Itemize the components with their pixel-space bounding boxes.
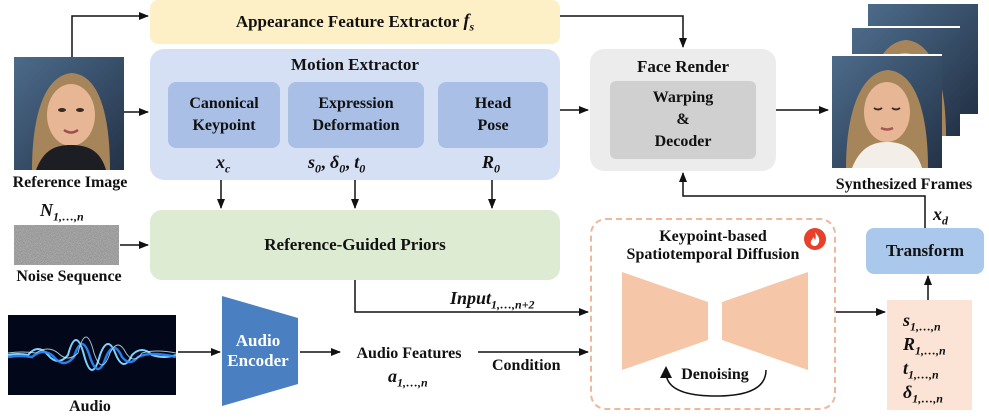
param-delta-sub: 1,…,n — [912, 391, 943, 406]
param-delta-letter: δ — [903, 382, 913, 402]
condition-label: Condition — [492, 357, 561, 374]
sep-2: , — [345, 152, 355, 172]
appearance-feature-extractor: Appearance Feature Extractor fs — [150, 0, 560, 44]
input-sub: 1,…,n+2 — [491, 297, 535, 312]
arrow-transform-to-render — [679, 172, 926, 228]
fire-icon — [804, 228, 826, 250]
audio-features-sub: 1,…,n — [397, 375, 428, 390]
reference-image — [14, 57, 124, 170]
audio-encoder-line1: Audio — [235, 331, 281, 350]
face-render: Face Render Warping & Decoder — [590, 49, 776, 171]
expression-deformation-label: Expression Deformation — [312, 95, 400, 134]
transform-label: Transform — [885, 241, 965, 260]
param-r: R1,…,n — [903, 334, 946, 359]
xd-sub: d — [942, 213, 948, 228]
param-t-letter: t — [903, 358, 909, 378]
audio-label: Audio — [69, 398, 111, 415]
r0-sub: 0 — [494, 161, 501, 176]
xc-sub: c — [225, 161, 231, 176]
t0-letter: t — [354, 152, 360, 172]
r0-symbol: R0 — [482, 152, 500, 177]
denoising-loop — [656, 362, 776, 400]
xd-symbol: xd — [933, 204, 948, 229]
noise-sequence-image — [14, 225, 119, 265]
audio-encoder-line2: Encoder — [227, 351, 289, 370]
s0-letter: s — [308, 152, 316, 172]
diffusion-title-1: Keypoint-based — [659, 228, 767, 245]
priors-label: Reference-Guided Priors — [264, 235, 446, 254]
xc-symbol: xc — [216, 152, 230, 177]
s0-sub: 0 — [315, 161, 322, 176]
appearance-symbol-sub: s — [469, 19, 475, 34]
noise-symbol: N1,…,n — [40, 200, 84, 225]
expression-deformation: Expression Deformation — [288, 82, 424, 148]
param-r-sub: 1,…,n — [915, 343, 946, 358]
t0-sub: 0 — [359, 161, 366, 176]
audio-features-symbol: a1,…,n — [388, 366, 428, 391]
warping-decoder: Warping & Decoder — [610, 81, 756, 159]
head-pose: Head Pose — [438, 82, 548, 148]
diffusion-network — [622, 272, 808, 370]
reference-image-label: Reference Image — [12, 174, 128, 191]
audio-waveform-image — [7, 315, 177, 395]
param-s: s1,…,n — [903, 310, 941, 335]
delta0-sub: 0 — [339, 161, 346, 176]
param-t: t1,…,n — [903, 358, 939, 383]
r0-letter: R — [482, 152, 495, 172]
audio-encoder-text: Audio Encoder — [222, 296, 294, 406]
appearance-label: Appearance Feature Extractor — [235, 12, 460, 31]
warping-line: Warping — [652, 89, 714, 106]
head-pose-label: Head Pose — [474, 95, 512, 134]
synthesized-frames-label: Synthesized Frames — [835, 176, 973, 193]
param-s-letter: s — [903, 310, 911, 330]
reference-guided-priors: Reference-Guided Priors — [150, 210, 560, 280]
param-r-letter: R — [903, 334, 916, 354]
arrow-ref-to-appearance — [71, 12, 149, 57]
noise-sequence-label: Noise Sequence — [16, 268, 122, 285]
appearance-symbol-letter: f — [463, 9, 470, 30]
noise-symbol-sub: 1,…,n — [53, 209, 84, 224]
input-symbol: Input1,…,n+2 — [450, 288, 535, 313]
param-delta: δ1,…,n — [903, 382, 943, 407]
noise-symbol-letter: N — [40, 200, 53, 220]
delta0-letter: δ — [330, 152, 340, 172]
ampersand-line: & — [676, 111, 690, 128]
param-t-sub: 1,…,n — [908, 367, 939, 382]
expression-symbols: s0, δ0, t0 — [308, 152, 365, 177]
param-s-sub: 1,…,n — [910, 319, 941, 334]
appearance-symbol: fs — [464, 10, 475, 35]
xd-letter: x — [933, 204, 942, 224]
decoder-line: Decoder — [654, 133, 712, 150]
arrow-appearance-to-render — [560, 15, 687, 48]
motion-extractor: Motion Extractor Canonical Keypoint Expr… — [150, 49, 560, 180]
diffusion-title-2: Spatiotemporal Diffusion — [626, 246, 800, 263]
motion-params: s1,…,n R1,…,n t1,…,n δ1,…,n — [887, 300, 972, 410]
synthesized-frames — [830, 4, 980, 172]
transform: Transform — [866, 228, 984, 274]
audio-encoder: Audio Encoder — [222, 296, 298, 406]
face-render-title: Face Render — [636, 57, 730, 76]
frame-front — [830, 54, 942, 168]
denoising-label: Denoising — [681, 366, 749, 383]
canonical-keypoint: Canonical Keypoint — [168, 82, 280, 148]
motion-extractor-title: Motion Extractor — [291, 55, 419, 74]
xc-letter: x — [216, 152, 225, 172]
audio-features-letter: a — [388, 366, 397, 386]
audio-features-label: Audio Features — [356, 345, 462, 362]
input-letter: Input — [450, 288, 492, 308]
keypoint-diffusion: Keypoint-based Spatiotemporal Diffusion … — [590, 218, 836, 410]
canonical-keypoint-label: Canonical Keypoint — [189, 95, 259, 134]
sep-1: , — [321, 152, 331, 172]
arrow-priors-to-diffusion — [354, 280, 589, 316]
